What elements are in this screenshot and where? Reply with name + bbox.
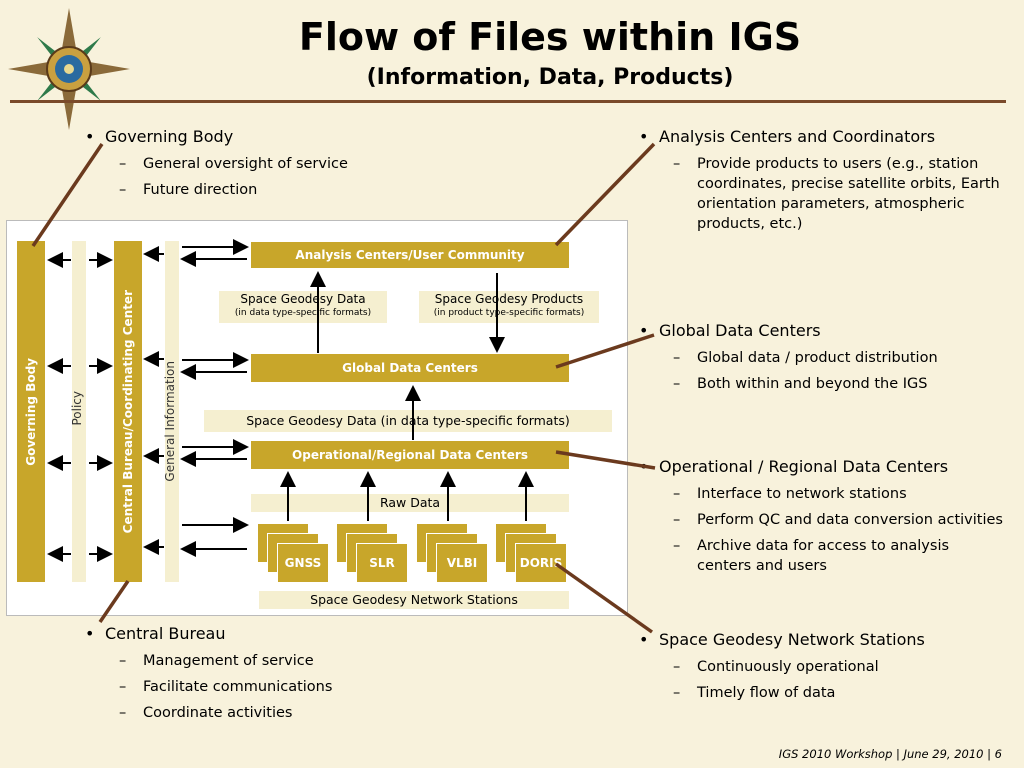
sub-bullet: –Perform QC and data conversion activiti…: [673, 512, 1003, 528]
sub-bullet: –Global data / product distribution: [673, 350, 938, 366]
sub-bullet: –Management of service: [119, 653, 314, 669]
slide-subtitle: (Information, Data, Products): [366, 65, 734, 90]
sub-bullet: –Facilitate communications: [119, 679, 333, 695]
title-divider: [10, 100, 1006, 103]
policy-bar: Policy: [70, 241, 86, 582]
slide-title: Flow of Files within IGS: [298, 15, 802, 59]
sub-bullet: –Interface to network stations: [673, 486, 907, 502]
raw-data-box: Raw Data: [251, 494, 569, 512]
igs-compass-logo: [8, 8, 130, 130]
bullet-heading: •Governing Body: [85, 127, 234, 146]
analysis-centers-box: Analysis Centers/User Community: [251, 242, 569, 268]
station-slr: SLR: [336, 523, 416, 583]
vlbi-label: VLBI: [436, 543, 488, 583]
global-data-centers-block: •Global Data Centers –Global data / prod…: [639, 320, 1004, 394]
sg-data-box: Space Geodesy Data (in data type-specifi…: [219, 291, 387, 323]
igs-flow-diagram: Governing Body Policy Central Bureau/Coo…: [6, 220, 628, 616]
central-bureau-bar: Central Bureau/Coordinating Center: [114, 241, 142, 582]
sub-bullet: –Archive data for access to analysis cen…: [673, 538, 950, 574]
sg-products-label: Space Geodesy Products: [434, 292, 584, 306]
slr-label: SLR: [356, 543, 408, 583]
station-doris: DORIS: [495, 523, 575, 583]
central-bureau-block: •Central Bureau –Management of service –…: [85, 623, 525, 723]
doris-label: DORIS: [515, 543, 567, 583]
sg-products-note: (in product type-specific formats): [433, 308, 585, 318]
sg-data-note: (in data type-specific formats): [234, 308, 372, 318]
sg-products-box: Space Geodesy Products (in product type-…: [419, 291, 599, 323]
bullet-heading: •Global Data Centers: [639, 321, 821, 340]
bullet-heading: •Space Geodesy Network Stations: [639, 630, 925, 649]
station-gnss: GNSS: [257, 523, 337, 583]
operational-data-centers-box: Operational/Regional Data Centers: [251, 441, 569, 469]
gnss-label: GNSS: [277, 543, 329, 583]
operational-data-centers-block: •Operational / Regional Data Centers –In…: [639, 456, 1004, 576]
governing-body-block: •Governing Body –General oversight of se…: [85, 126, 525, 200]
global-data-centers-box: Global Data Centers: [251, 354, 569, 382]
sg-data-formats-box: Space Geodesy Data (in data type-specifi…: [204, 410, 612, 432]
diagram-arrows: [47, 239, 534, 562]
sub-bullet: –Timely flow of data: [673, 685, 836, 701]
sub-bullet: –Coordinate activities: [119, 705, 293, 721]
general-information-bar: General Information: [163, 241, 179, 582]
bullet-heading: •Central Bureau: [85, 624, 226, 643]
sub-bullet: –Both within and beyond the IGS: [673, 376, 928, 392]
station-vlbi: VLBI: [416, 523, 496, 583]
sub-bullet: –Provide products to users (e.g., statio…: [673, 156, 1000, 232]
sg-data-label: Space Geodesy Data: [240, 292, 366, 306]
bullet-heading: •Analysis Centers and Coordinators: [639, 127, 936, 146]
network-stations-block: •Space Geodesy Network Stations –Continu…: [639, 629, 1004, 703]
analysis-centers-block: •Analysis Centers and Coordinators –Prov…: [639, 126, 1004, 234]
network-stations-box: Space Geodesy Network Stations: [259, 591, 569, 609]
sub-bullet: –General oversight of service: [119, 156, 348, 172]
sub-bullet: –Continuously operational: [673, 659, 879, 675]
sub-bullet: –Future direction: [119, 182, 258, 198]
governing-body-bar: Governing Body: [17, 241, 45, 582]
slide-footer: IGS 2010 Workshop | June 29, 2010 | 6: [778, 747, 1002, 761]
